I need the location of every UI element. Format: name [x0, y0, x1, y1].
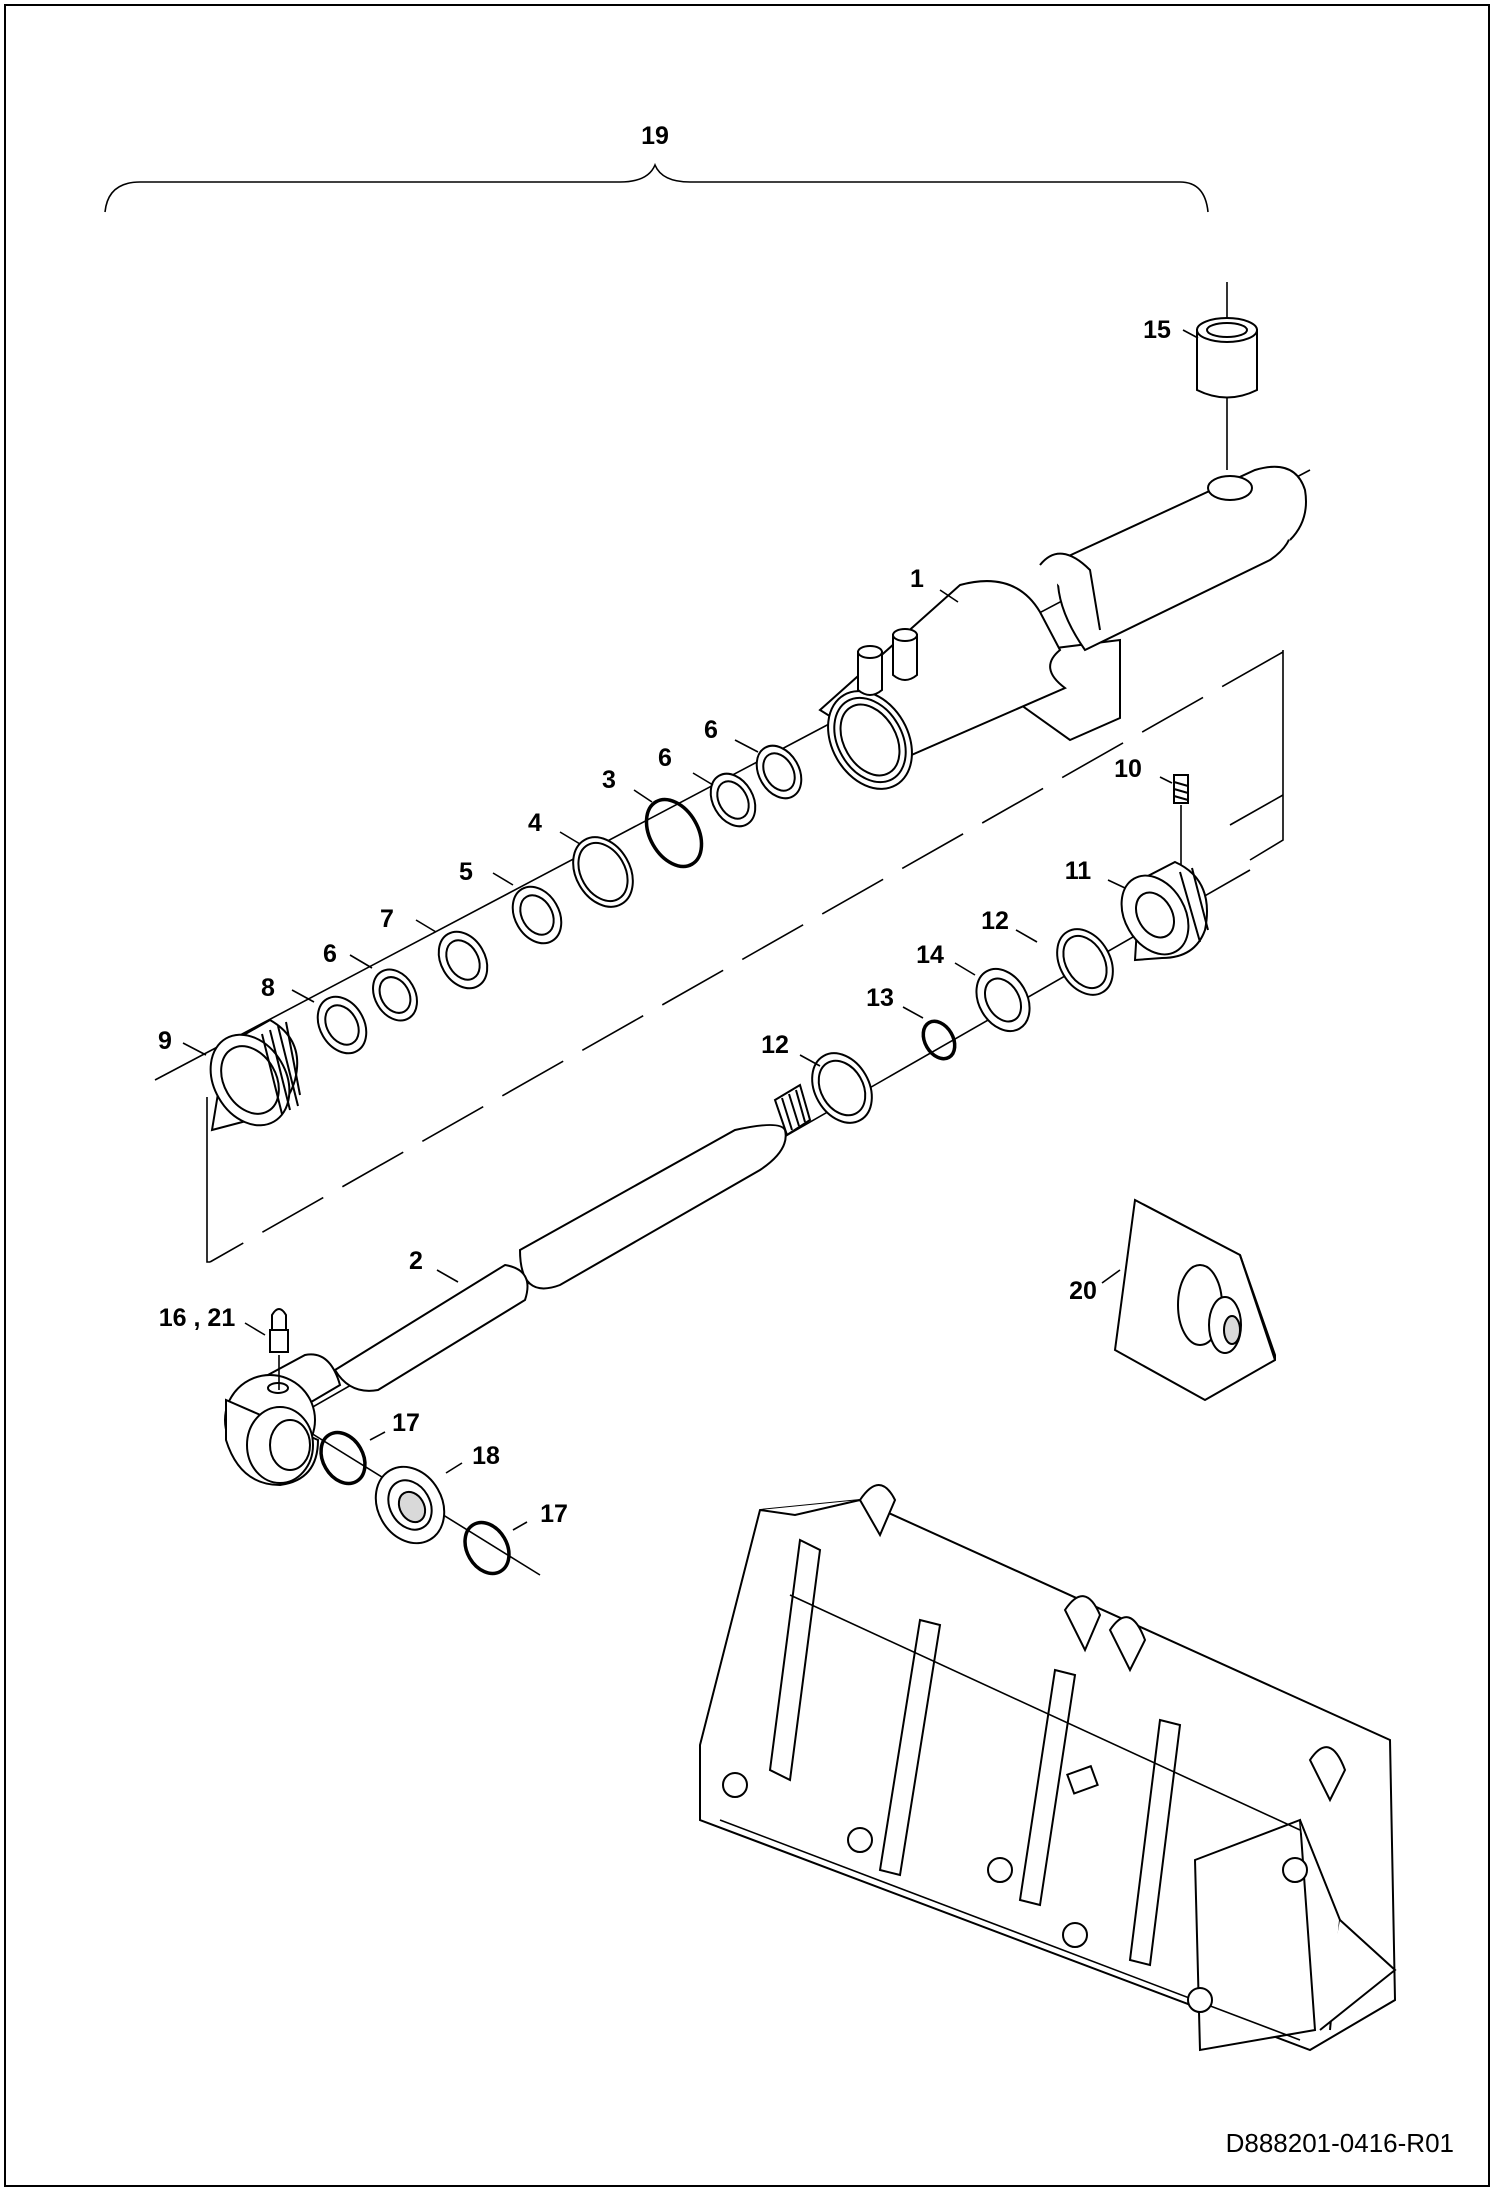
- part-5-seal-inner: [519, 894, 555, 936]
- part-8-dust-wiper-inner: [324, 1004, 360, 1046]
- part-6a-ring: [755, 744, 803, 800]
- part-14-piston-seal: [975, 968, 1031, 1032]
- part-20-mounting-bracket: [1113, 1198, 1276, 1402]
- part-6c-ring-inner: [378, 976, 412, 1014]
- callout-14: 14: [916, 941, 944, 969]
- part-11-piston: [1120, 860, 1209, 962]
- callout-7: 7: [380, 905, 394, 933]
- part-15-bushing: [1196, 282, 1258, 470]
- alignment-dash-line: [209, 651, 1284, 1263]
- part-17b-snap-ring: [463, 1520, 511, 1576]
- callout-17a: 17: [392, 1409, 420, 1437]
- callout-19: 19: [641, 122, 669, 150]
- callout-6a: 6: [704, 716, 718, 744]
- callout-17b: 17: [540, 1500, 568, 1528]
- callout-6c: 6: [323, 940, 337, 968]
- callout-1: 1: [910, 565, 924, 593]
- part-16-21-grease-fitting: [269, 1308, 289, 1390]
- part-3-o-ring: [644, 797, 704, 869]
- part-18-spherical-bearing: [374, 1465, 446, 1545]
- part-12a-wear-ring: [1056, 928, 1114, 996]
- callout-11: 11: [1065, 857, 1092, 885]
- part-4-backup-ring-inner: [577, 841, 629, 903]
- loader-bucket: [699, 1484, 1397, 2052]
- callout-3: 3: [602, 766, 616, 794]
- assembly-brace: [104, 162, 1209, 213]
- part-7-wear-ring-inner: [445, 939, 481, 981]
- part-8-dust-wiper: [316, 995, 368, 1055]
- part-6c-ring: [372, 968, 418, 1022]
- part-7-wear-ring: [437, 930, 489, 990]
- part-5-seal: [511, 885, 563, 945]
- document-id: D888201-0416-R01: [1225, 2128, 1454, 2158]
- callout-8: 8: [261, 974, 275, 1002]
- callout-6b: 6: [658, 744, 672, 772]
- part-1-cylinder-tube: [818, 465, 1307, 790]
- part-13-o-ring: [921, 1019, 957, 1061]
- part-12b-wear-ring: [811, 1052, 873, 1124]
- part-6b-ring: [709, 772, 757, 828]
- callout-18: 18: [472, 1442, 500, 1470]
- leader-lines: [182, 329, 1199, 1531]
- callout-12a: 12: [981, 907, 1009, 935]
- part-12a-wear-ring-inner: [1062, 934, 1108, 990]
- callout-16-21: 16 , 21: [159, 1304, 236, 1332]
- callout-4: 4: [528, 809, 542, 837]
- alignment-bracket-left: [206, 1097, 210, 1263]
- part-2-piston-rod: [224, 1083, 812, 1487]
- callout-20: 20: [1069, 1277, 1097, 1305]
- callout-12b: 12: [761, 1031, 789, 1059]
- callout-2: 2: [409, 1247, 423, 1275]
- callout-5: 5: [459, 858, 473, 886]
- callout-13: 13: [866, 984, 894, 1012]
- callout-9: 9: [158, 1027, 172, 1055]
- part-17a-snap-ring: [319, 1430, 367, 1486]
- part-6b-ring-inner: [716, 780, 750, 820]
- part-12b-wear-ring-inner: [817, 1059, 867, 1117]
- part-6a-ring-inner: [762, 752, 796, 792]
- alignment-bracket-right: [1249, 652, 1284, 861]
- part-14-piston-seal-inner: [983, 977, 1023, 1023]
- alignment-bracket-join: [1229, 794, 1284, 826]
- callout-15: 15: [1143, 316, 1171, 344]
- part-9-gland: [209, 1018, 301, 1132]
- callout-10: 10: [1114, 755, 1142, 783]
